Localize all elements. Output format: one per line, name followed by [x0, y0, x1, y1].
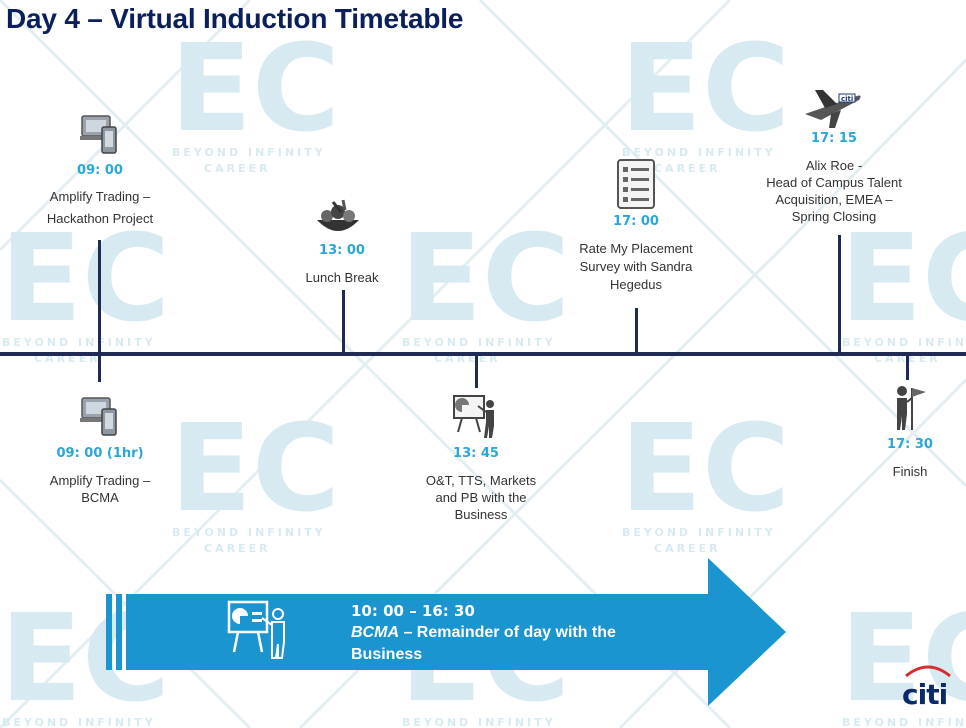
laptop-phone-icon [80, 113, 122, 157]
event-description: Rate My Placement Survey with Sandra Heg… [546, 240, 726, 294]
event-description: Amplify Trading – BCMA [20, 472, 180, 506]
watermark-tagline: CAREER [654, 162, 721, 175]
page-title: Day 4 – Virtual Induction Timetable [6, 3, 464, 34]
citi-logo-text: citi [902, 678, 947, 710]
event-description-line: and PB with the [435, 490, 527, 505]
laptop-phone-icon [80, 395, 122, 439]
event-time: 17: 00 [613, 214, 659, 229]
watermark-tagline: CAREER [204, 162, 271, 175]
watermark-monogram: EC [170, 400, 340, 539]
timeline-stem [98, 354, 101, 382]
event-time: 17: 30 [887, 437, 933, 452]
watermark-tagline: CAREER [204, 542, 271, 555]
timeline-stem [906, 354, 909, 380]
event-time: 09: 00 [77, 163, 123, 178]
event-description-line: Alix Roe - [805, 158, 863, 173]
event-description-line: Hackathon Project [46, 211, 154, 226]
watermark-tagline: BEYOND INFINITY [172, 146, 326, 159]
timeline-stem [635, 308, 638, 354]
watermark-monogram: EC [0, 210, 170, 349]
timeline-axis [0, 352, 966, 356]
watermark-tagline: BEYOND INFINITY [402, 716, 556, 728]
banner-line-1-rest: – Remainder of day with the [399, 624, 616, 641]
banner-line-2: Business [351, 646, 423, 663]
watermark-monogram: EC [400, 210, 570, 349]
timeline-stem [98, 240, 101, 354]
watermark-tagline: BEYOND INFINITY [2, 336, 156, 349]
session-arrow-banner [106, 558, 786, 706]
watermark-tagline: BEYOND INFINITY [172, 526, 326, 539]
checklist-icon [616, 158, 656, 210]
event-description: Alix Roe - Head of Campus Talent Acquisi… [744, 157, 924, 225]
event-time: 17: 15 [811, 131, 857, 146]
airplane-icon: citi [801, 84, 863, 130]
event-time: 09: 00 (1hr) [56, 446, 144, 461]
event-description-line: Spring Closing [791, 209, 877, 224]
event-time: 13: 00 [319, 243, 365, 258]
watermark-tagline: BEYOND INFINITY [842, 716, 966, 728]
watermark-tagline: BEYOND INFINITY [2, 716, 156, 728]
event-time: 13: 45 [453, 446, 499, 461]
timeline-stem [838, 235, 841, 354]
event-description-line: O&T, TTS, Markets [425, 473, 537, 488]
banner-name: BCMA [351, 624, 399, 641]
watermark-tagline: BEYOND INFINITY [402, 336, 556, 349]
watermark-monogram: EC [840, 210, 966, 349]
watermark-monogram: EC [620, 20, 790, 159]
timeline-stem [342, 290, 345, 354]
watermark-tagline: CAREER [654, 542, 721, 555]
banner-line-1: BCMA – Remainder of day with the [351, 622, 711, 644]
finish-flag-icon [890, 384, 930, 432]
event-description: Lunch Break [305, 270, 379, 285]
presentation-icon [452, 392, 500, 440]
food-bowl-icon [313, 198, 363, 240]
watermark-monogram: EC [620, 400, 790, 539]
watermark-tagline: BEYOND INFINITY [842, 336, 966, 349]
watermark-tagline: BEYOND INFINITY [622, 526, 776, 539]
presentation-icon [226, 598, 290, 662]
banner-time: 10: 00 – 16: 30 [351, 602, 475, 620]
event-description-line: Head of Campus Talent [766, 175, 902, 190]
event-description-line: Rate My Placement [579, 241, 693, 256]
watermark-monogram: EC [170, 20, 340, 159]
event-description-line: Survey with Sandra [579, 259, 693, 274]
event-description: Finish [892, 464, 928, 479]
banner-text: 10: 00 – 16: 30 BCMA – Remainder of day … [351, 600, 711, 666]
event-description-line: Acquisition, EMEA – [775, 192, 893, 207]
event-description-line: Amplify Trading – [49, 473, 151, 488]
timeline-stem [475, 354, 478, 388]
citi-logo: citi [896, 660, 956, 711]
event-description-line: Business [454, 507, 508, 522]
event-description-line: BCMA [81, 490, 119, 505]
event-description-line: Hegedus [609, 277, 663, 292]
event-description: Amplify Trading – Hackathon Project [20, 188, 180, 228]
event-description-line: Amplify Trading – [49, 189, 151, 204]
airplane-logo-text: citi [841, 95, 853, 103]
event-description: O&T, TTS, Markets and PB with the Busine… [396, 472, 566, 523]
